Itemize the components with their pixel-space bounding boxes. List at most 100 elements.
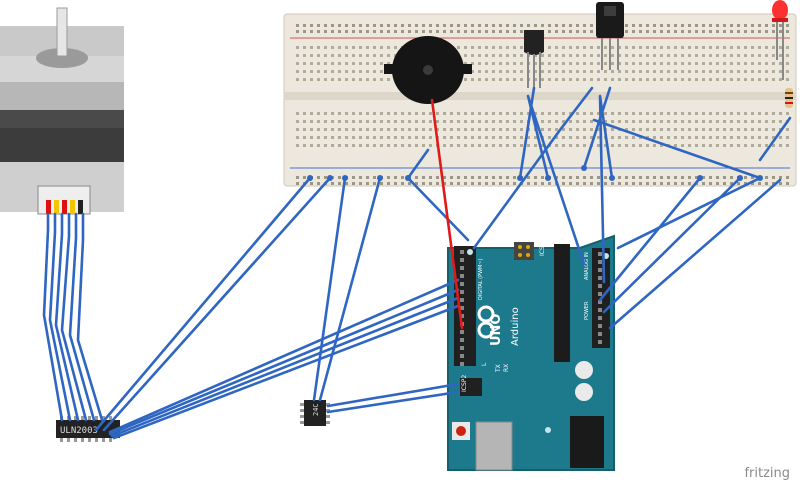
breadboard-hole <box>653 128 656 131</box>
breadboard-hole <box>639 46 642 49</box>
breadboard-hole <box>457 176 460 179</box>
breadboard-hole <box>513 70 516 73</box>
header-pin <box>598 276 602 280</box>
breadboard-hole <box>660 62 663 65</box>
breadboard-hole <box>520 24 523 27</box>
breadboard-hole <box>639 128 642 131</box>
breadboard-hole <box>646 144 649 147</box>
breadboard-hole <box>779 176 782 179</box>
breadboard-hole <box>779 30 782 33</box>
breadboard-hole <box>681 128 684 131</box>
breadboard-hole <box>674 182 677 185</box>
breadboard-hole <box>478 136 481 139</box>
breadboard-hole <box>730 182 733 185</box>
breadboard-hole <box>681 144 684 147</box>
breadboard-hole <box>611 78 614 81</box>
breadboard-hole <box>415 30 418 33</box>
breadboard-hole <box>562 176 565 179</box>
breadboard-hole <box>737 70 740 73</box>
breadboard-hole <box>415 176 418 179</box>
breadboard-hole <box>597 182 600 185</box>
breadboard-hole <box>380 182 383 185</box>
breadboard-hole <box>310 128 313 131</box>
breadboard-hole <box>632 30 635 33</box>
breadboard-hole <box>520 120 523 123</box>
breadboard-hole <box>604 112 607 115</box>
breadboard-hole <box>478 144 481 147</box>
breadboard-hole <box>576 54 579 57</box>
breadboard-hole <box>744 176 747 179</box>
breadboard-hole <box>296 176 299 179</box>
breadboard-hole <box>373 144 376 147</box>
breadboard-hole <box>331 182 334 185</box>
breadboard-hole <box>436 24 439 27</box>
wire-blue <box>472 86 594 250</box>
breadboard-hole <box>709 62 712 65</box>
breadboard-hole <box>338 182 341 185</box>
breadboard-hole <box>730 128 733 131</box>
breadboard-hole <box>702 62 705 65</box>
breadboard-hole <box>702 30 705 33</box>
breadboard-hole <box>772 24 775 27</box>
breadboard-hole <box>548 128 551 131</box>
breadboard-hole <box>590 70 593 73</box>
breadboard-hole <box>786 128 789 131</box>
breadboard-hole <box>443 144 446 147</box>
breadboard-hole <box>660 78 663 81</box>
breadboard-hole <box>744 30 747 33</box>
breadboard-hole <box>765 182 768 185</box>
breadboard-hole <box>324 120 327 123</box>
breadboard-hole <box>394 128 397 131</box>
breadboard-hole <box>366 24 369 27</box>
breadboard-hole <box>625 78 628 81</box>
breadboard-hole <box>779 112 782 115</box>
breadboard-hole <box>723 70 726 73</box>
breadboard-hole <box>499 46 502 49</box>
breadboard-hole <box>709 144 712 147</box>
breadboard-hole <box>450 128 453 131</box>
breadboard-hole <box>464 144 467 147</box>
wire-blue <box>48 212 72 422</box>
breadboard-hole <box>485 70 488 73</box>
breadboard-hole <box>562 46 565 49</box>
breadboard-hole <box>702 24 705 27</box>
breadboard-hole <box>331 46 334 49</box>
breadboard-hole <box>450 24 453 27</box>
breadboard-hole <box>303 24 306 27</box>
breadboard-hole <box>338 46 341 49</box>
breadboard-hole <box>590 176 593 179</box>
header-pin <box>598 316 602 320</box>
breadboard-hole <box>730 46 733 49</box>
breadboard-hole <box>303 54 306 57</box>
breadboard-hole <box>415 144 418 147</box>
breadboard-hole <box>366 120 369 123</box>
breadboard-hole <box>443 128 446 131</box>
breadboard-hole <box>667 62 670 65</box>
breadboard-hole <box>303 30 306 33</box>
breadboard-hole <box>324 54 327 57</box>
breadboard-hole <box>786 24 789 27</box>
breadboard-hole <box>457 24 460 27</box>
breadboard-hole <box>555 78 558 81</box>
breadboard-hole <box>786 46 789 49</box>
breadboard-hole <box>366 182 369 185</box>
breadboard-hole <box>555 144 558 147</box>
breadboard-hole <box>310 112 313 115</box>
breadboard-hole <box>562 128 565 131</box>
breadboard-hole <box>548 182 551 185</box>
breadboard-hole <box>625 62 628 65</box>
breadboard-hole <box>723 54 726 57</box>
breadboard-hole <box>611 120 614 123</box>
wire-blue <box>312 176 347 402</box>
breadboard-hole <box>632 112 635 115</box>
wire-end <box>581 165 587 171</box>
breadboard-hole <box>450 176 453 179</box>
breadboard-hole <box>597 54 600 57</box>
breadboard-hole <box>324 24 327 27</box>
breadboard-hole <box>660 144 663 147</box>
header-pin <box>460 346 464 350</box>
breadboard-hole <box>688 24 691 27</box>
breadboard-hole <box>317 176 320 179</box>
breadboard-hole <box>646 120 649 123</box>
breadboard-hole <box>324 62 327 65</box>
